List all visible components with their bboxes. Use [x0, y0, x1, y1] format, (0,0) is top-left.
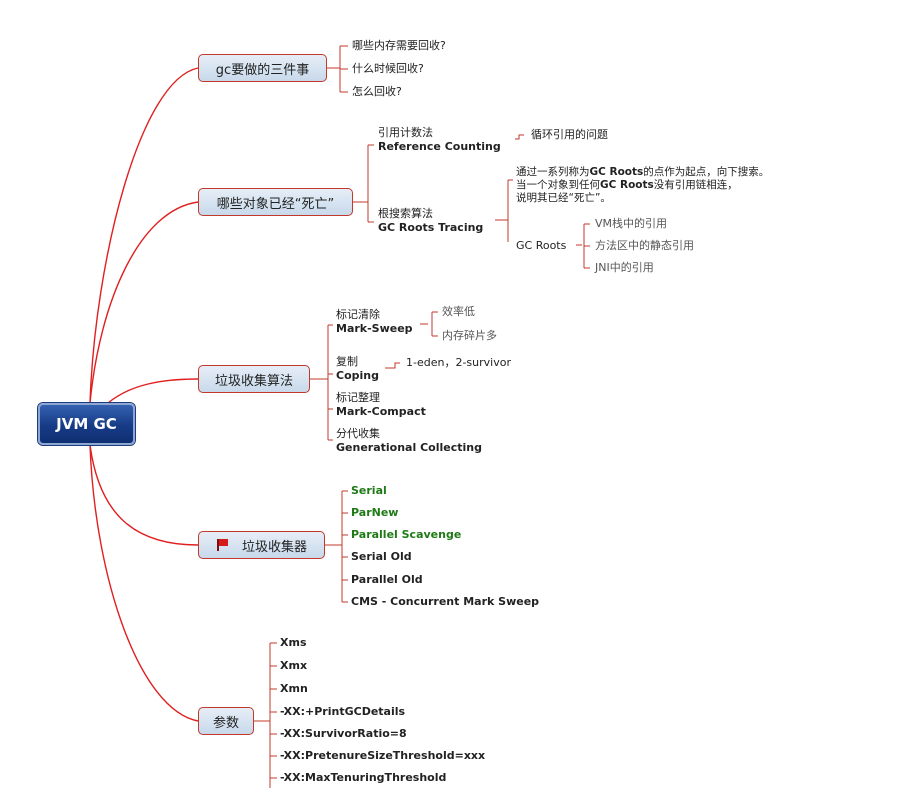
coping-en: Coping [336, 369, 379, 382]
reference-counting-cn: 引用计数法 [378, 126, 433, 139]
task-item: 什么时候回收? [352, 62, 424, 75]
branch-label: 哪些对象已经“死亡” [216, 196, 335, 212]
root-node[interactable]: JVM GC [38, 403, 135, 445]
task-item: 怎么回收? [352, 85, 402, 98]
mark-sweep-cn: 标记清除 [336, 308, 380, 321]
red-flag-icon [216, 539, 228, 551]
parameter-item: -XX:+PrintGCDetails [280, 705, 406, 718]
branch-label: gc要做的三件事 [215, 62, 310, 78]
parameter-item: -XX:MaxTenuringThreshold [280, 771, 447, 784]
mark-sweep-note: 内存碎片多 [442, 329, 497, 342]
coping-note: 1-eden，2-survivor [406, 356, 511, 369]
tracing-description: 通过一系列称为GC Roots的点作为起点，向下搜索。 当一个对象到任何GC R… [516, 166, 769, 205]
collector-item: Serial Old [351, 550, 412, 563]
coping-cn: 复制 [336, 355, 358, 368]
tracing-desc-line: 说明其已经“死亡”。 [516, 192, 611, 204]
collector-item: CMS - Concurrent Mark Sweep [351, 595, 540, 608]
branch-node-gc-tasks[interactable]: gc要做的三件事 [198, 54, 327, 82]
mark-compact-cn: 标记整理 [336, 391, 380, 404]
branch-node-parameters[interactable]: 参数 [198, 707, 254, 735]
mark-sweep-en: Mark-Sweep [336, 322, 413, 335]
generational-en: Generational Collecting [336, 441, 482, 454]
task-item: 哪些内存需要回收? [352, 39, 446, 52]
parameter-item: -XX:SurvivorRatio=8 [280, 727, 407, 740]
reference-counting-en: Reference Counting [378, 140, 501, 153]
collector-item: Parallel Scavenge [351, 528, 462, 541]
gc-root-item: 方法区中的静态引用 [595, 239, 694, 252]
root-label: JVM GC [56, 415, 117, 433]
circular-reference-note: 循环引用的问题 [531, 128, 608, 141]
collector-item: Parallel Old [351, 573, 423, 586]
mark-sweep-note: 效率低 [442, 305, 475, 318]
tracing-desc-line: 当一个对象到任何GC Roots没有引用链相连， [516, 179, 738, 191]
tracing-desc-line: 通过一系列称为GC Roots的点作为起点，向下搜索。 [516, 166, 770, 178]
branch-label: 垃圾收集器 [241, 539, 307, 555]
branch-node-gc-collectors[interactable]: 垃圾收集器 [198, 531, 325, 559]
gc-root-item: VM栈中的引用 [595, 217, 668, 230]
mark-compact-en: Mark-Compact [336, 405, 426, 418]
branch-node-dead-objects[interactable]: 哪些对象已经“死亡” [198, 188, 353, 216]
parameter-item: Xms [280, 636, 307, 649]
gc-roots-tracing-cn: 根搜索算法 [378, 207, 433, 220]
gc-root-item: JNI中的引用 [595, 261, 654, 274]
parameter-item: -XX:PretenureSizeThreshold=xxx [280, 749, 486, 762]
collector-item: ParNew [351, 506, 399, 519]
branch-label: 参数 [212, 715, 239, 731]
branch-label: 垃圾收集算法 [214, 373, 293, 389]
parameter-item: Xmn [280, 682, 308, 695]
generational-cn: 分代收集 [336, 427, 380, 440]
branch-node-gc-algorithms[interactable]: 垃圾收集算法 [198, 365, 310, 393]
gc-roots-tracing-en: GC Roots Tracing [378, 221, 484, 234]
parameter-item: Xmx [280, 659, 308, 672]
gc-roots-label: GC Roots [516, 239, 567, 252]
collector-item: Serial [351, 484, 387, 497]
